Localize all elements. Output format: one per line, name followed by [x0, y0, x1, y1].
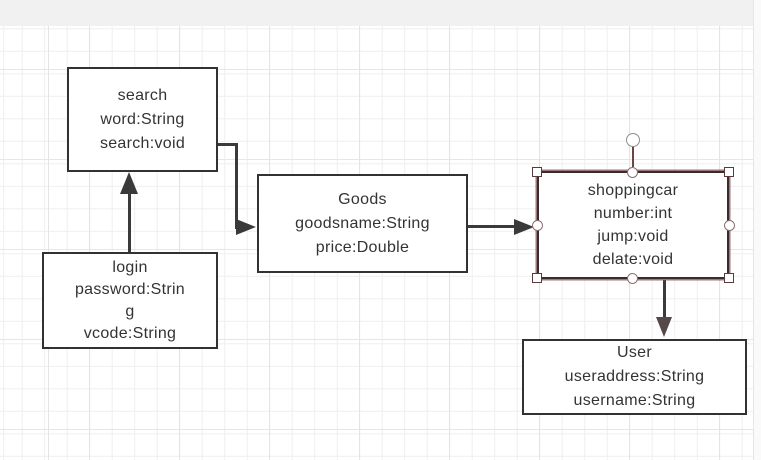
node-title: login — [112, 258, 148, 276]
selection-handle-ne[interactable] — [724, 167, 734, 177]
connector-login-search[interactable] — [127, 194, 131, 253]
node-search[interactable]: search word:String search:void — [67, 67, 218, 172]
rotation-handle[interactable] — [626, 133, 640, 147]
selection-handle-n[interactable] — [627, 166, 638, 178]
node-line: number:int — [593, 205, 673, 222]
selection-handle-nw[interactable] — [532, 167, 542, 177]
node-title: User — [617, 344, 652, 361]
connector-goods-shoppingcar[interactable] — [468, 225, 516, 228]
node-line: goodsname:String — [295, 214, 430, 232]
node-line: jump:void — [597, 228, 669, 245]
node-line: username:String — [573, 392, 696, 409]
node-goods[interactable]: Goods goodsname:String price:Double — [257, 174, 468, 273]
node-line: password:Strin — [74, 280, 186, 298]
node-line: useraddress:String — [564, 368, 705, 385]
arrowhead-right-icon[interactable] — [236, 219, 256, 235]
selection-handle-w[interactable] — [531, 219, 543, 231]
right-edge-strip — [753, 0, 761, 460]
selection-handle-se[interactable] — [724, 273, 734, 283]
node-line: delate:void — [592, 251, 674, 268]
node-title: search — [117, 86, 168, 104]
selection-handle-e[interactable] — [723, 219, 735, 231]
top-bar — [0, 0, 761, 26]
node-line: vcode:String — [83, 324, 177, 342]
rotation-stem — [632, 146, 634, 167]
node-login[interactable]: login password:Strin g vcode:String — [42, 252, 218, 349]
node-shoppingcar[interactable]: shoppingcar number:int jump:void delate:… — [537, 171, 729, 279]
connector-search-goods[interactable] — [235, 142, 238, 229]
diagram-canvas[interactable]: search word:String search:void login pas… — [0, 26, 761, 460]
node-line: g — [125, 302, 135, 320]
connector-shoppingcar-user[interactable] — [662, 280, 666, 318]
node-line: price:Double — [315, 238, 410, 256]
node-title: Goods — [338, 190, 387, 208]
selection-handle-sw[interactable] — [532, 273, 542, 283]
arrowhead-up-icon[interactable] — [120, 172, 138, 194]
selection-handle-s[interactable] — [627, 272, 638, 284]
connector-search-goods[interactable] — [218, 142, 238, 146]
node-title: shoppingcar — [587, 182, 679, 199]
arrowhead-down-icon[interactable] — [656, 317, 672, 337]
node-user[interactable]: User useraddress:String username:String — [522, 339, 747, 415]
arrowhead-right-icon[interactable] — [514, 218, 534, 235]
node-line: word:String — [100, 110, 185, 128]
node-line: search:void — [99, 134, 186, 152]
